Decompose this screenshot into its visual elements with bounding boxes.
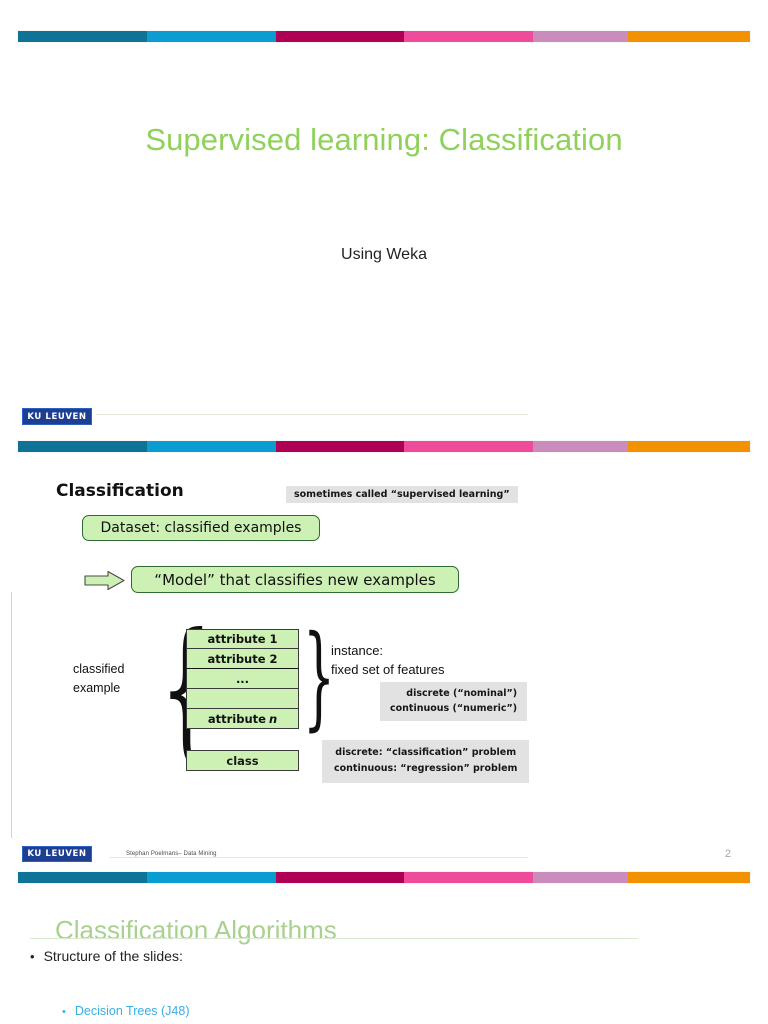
- slide-classification: Classification sometimes called “supervi…: [0, 432, 768, 880]
- note-attribute-types: discrete (“nominal”) continuous (“numeri…: [380, 682, 528, 721]
- ku-leuven-logo: KU LEUVEN: [22, 846, 92, 862]
- colorbar-segment-teal: [18, 872, 147, 883]
- slide-page-number: 2: [724, 848, 731, 860]
- colorbar-segment-pink: [404, 31, 534, 42]
- label-instance: instance: fixed set of features: [331, 641, 444, 679]
- colorbar-segment-teal: [18, 31, 147, 42]
- note-problem-types: discrete: “classification” problem conti…: [322, 740, 530, 783]
- brace-instance: }: [303, 612, 336, 742]
- bullet-decision-trees-label: Decision Trees (J48): [74, 1004, 190, 1018]
- bullet-glyph-icon: •: [62, 1006, 66, 1018]
- ku-leuven-colorbar: [18, 872, 750, 883]
- footer-divider: [110, 857, 528, 858]
- class-cell: class: [186, 750, 299, 771]
- section-heading: Classification: [56, 481, 184, 501]
- slide-classification-algorithms: Classification Algorithms • Structure of…: [0, 872, 768, 1024]
- bullet-structure-of-slides-label: Structure of the slides:: [43, 948, 183, 964]
- bullet-glyph-icon: •: [30, 949, 35, 964]
- colorbar-segment-mauve: [533, 31, 629, 42]
- slide3-title-text: Classification Algorithms: [55, 914, 337, 945]
- slide-left-accent-line: [11, 592, 12, 838]
- box-dataset: Dataset: classified examples: [82, 515, 320, 541]
- colorbar-segment-pink: [404, 872, 534, 883]
- colorbar-segment-mauve: [533, 441, 629, 452]
- colorbar-segment-mauve: [533, 872, 629, 883]
- slide-subtitle-text: Using Weka: [341, 246, 427, 263]
- footer-divider: [96, 414, 528, 415]
- note-problem-types-line2: continuous: “regression” problem: [334, 763, 518, 774]
- box-model: “Model” that classifies new examples: [131, 566, 459, 593]
- slide-title-text: Supervised learning: Classification: [145, 121, 623, 157]
- label-instance-line2: fixed set of features: [331, 662, 445, 677]
- colorbar-segment-blue: [146, 872, 276, 883]
- label-instance-line1: instance:: [331, 643, 384, 658]
- colorbar-segment-maroon: [275, 872, 405, 883]
- colorbar-segment-blue: [146, 31, 276, 42]
- colorbar-segment-maroon: [275, 441, 405, 452]
- colorbar-segment-orange: [628, 441, 750, 452]
- colorbar-segment-blue: [146, 441, 276, 452]
- attribute-stack: attribute 1 attribute 2 ... attribute n: [186, 629, 299, 729]
- label-classified-example-line1: classified: [73, 662, 125, 676]
- slide-title: Supervised learning: Classification Usin…: [0, 0, 768, 432]
- label-classified-example-line2: example: [73, 681, 121, 695]
- ku-leuven-logo: KU LEUVEN: [22, 408, 92, 425]
- label-classified-example: classified example: [73, 660, 124, 698]
- colorbar-segment-orange: [628, 872, 750, 883]
- slide3-title-divider: [30, 938, 638, 939]
- attribute-cell-ellipsis: ...: [186, 669, 299, 689]
- note-problem-types-line1: discrete: “classification” problem: [335, 747, 517, 758]
- footer-author: Stephan Poelmans– Data Mining: [126, 851, 217, 857]
- note-attribute-types-line2: continuous (“numeric”): [390, 703, 518, 714]
- note-supervised-learning: sometimes called “supervised learning”: [286, 486, 518, 503]
- attribute-cell-1: attribute 1: [186, 629, 299, 649]
- bullet-structure-of-slides: • Structure of the slides:: [30, 948, 183, 964]
- attribute-cell-n: attribute n: [186, 709, 299, 729]
- ku-leuven-colorbar: [18, 31, 750, 42]
- note-attribute-types-line1: discrete (“nominal”): [406, 688, 518, 699]
- colorbar-segment-pink: [404, 441, 534, 452]
- colorbar-segment-maroon: [275, 31, 405, 42]
- attribute-cell-n-index: n: [268, 711, 278, 726]
- bullet-decision-trees: • Decision Trees (J48): [62, 1004, 189, 1018]
- attribute-cell-2: attribute 2: [186, 649, 299, 669]
- ku-leuven-colorbar: [18, 441, 750, 452]
- attribute-cell-blank: [186, 689, 299, 709]
- colorbar-segment-orange: [628, 31, 750, 42]
- attribute-cell-n-prefix: attribute: [207, 711, 266, 726]
- colorbar-segment-teal: [18, 441, 147, 452]
- arrow-right-icon: [84, 570, 125, 591]
